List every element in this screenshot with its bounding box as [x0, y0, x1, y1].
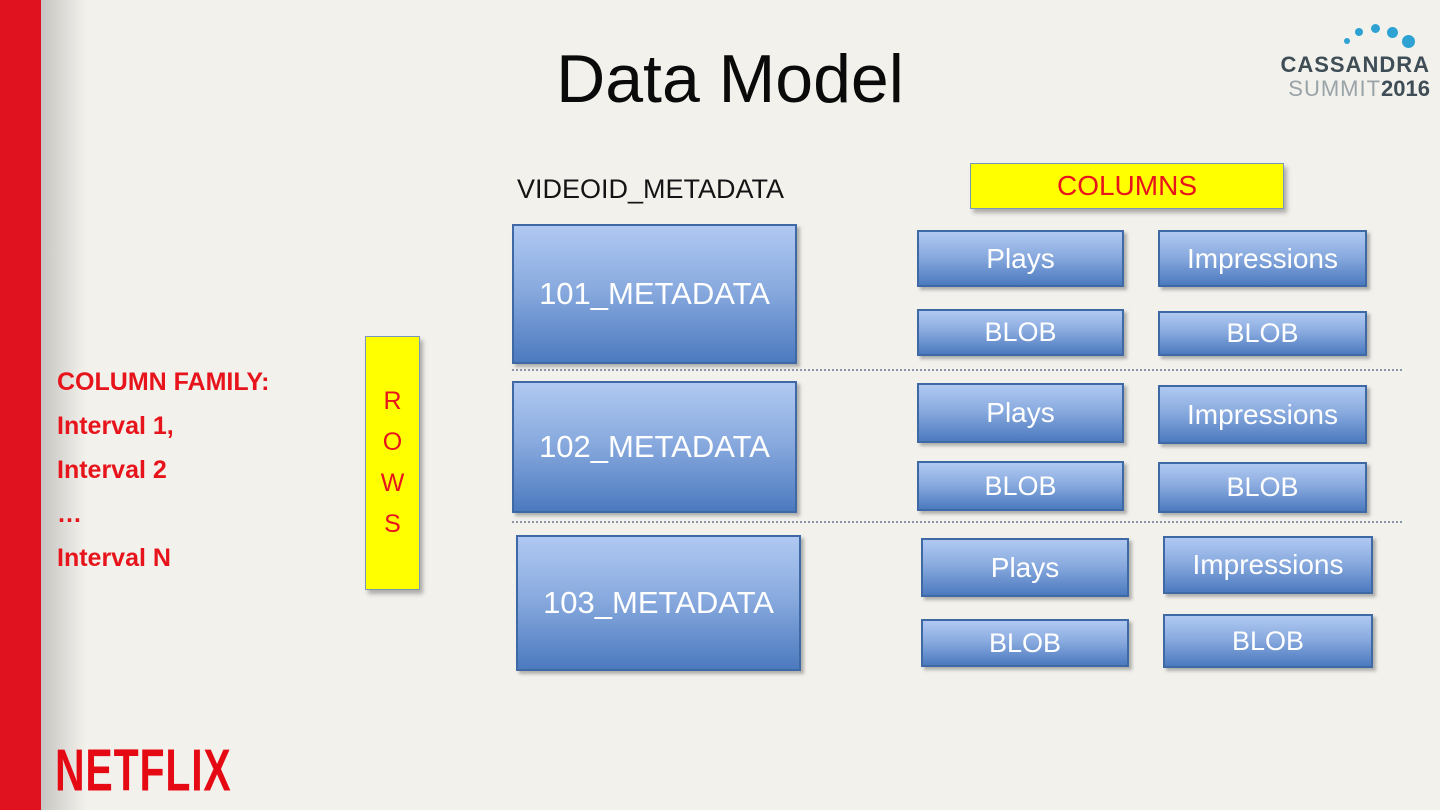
column-box-plays: Plays	[917, 383, 1124, 443]
columns-callout: COLUMNS	[970, 163, 1284, 209]
annotation-line: Interval 2	[57, 456, 167, 484]
logo-summit-word: SUMMIT	[1288, 76, 1382, 101]
column-box-impressions: Impressions	[1158, 230, 1367, 287]
rows-letter: W	[380, 469, 405, 497]
rows-letter: S	[384, 510, 401, 538]
column-box-plays: Plays	[917, 230, 1124, 287]
column-family-annotation: COLUMN FAMILY: Interval 1, Interval 2 … …	[57, 360, 357, 580]
value-box-blob: BLOB	[1163, 614, 1373, 668]
logo-dot-icon	[1402, 35, 1415, 48]
row-separator	[512, 521, 1402, 523]
rows-callout: R O W S	[365, 336, 420, 590]
value-box-blob: BLOB	[1158, 462, 1367, 513]
row-key-box: 101_METADATA	[512, 224, 797, 364]
logo-dot-icon	[1344, 38, 1350, 44]
netflix-logo: NETFLIX	[55, 737, 232, 804]
annotation-line: Interval N	[57, 544, 171, 572]
column-box-plays: Plays	[921, 538, 1129, 597]
logo-dot-icon	[1371, 24, 1380, 33]
cassandra-summit-logo: CASSANDRA SUMMIT2016	[1252, 10, 1432, 110]
left-red-sidebar	[0, 0, 41, 810]
annotation-line: Interval 1,	[57, 412, 174, 440]
rows-letter: O	[382, 428, 403, 456]
logo-summit-text: SUMMIT2016	[1250, 76, 1430, 102]
row-separator	[512, 369, 1402, 371]
value-box-blob: BLOB	[1158, 311, 1367, 356]
value-box-blob: BLOB	[921, 619, 1129, 667]
value-box-blob: BLOB	[917, 309, 1124, 356]
rows-letter: R	[383, 387, 402, 415]
logo-year: 2016	[1381, 76, 1430, 101]
logo-cassandra-text: CASSANDRA	[1280, 52, 1430, 77]
annotation-line: COLUMN FAMILY:	[57, 368, 270, 396]
page-title: Data Model	[556, 41, 904, 117]
row-key-box: 102_METADATA	[512, 381, 797, 513]
left-sidebar-shadow	[41, 0, 86, 810]
logo-dot-icon	[1387, 27, 1398, 38]
annotation-line: …	[57, 500, 82, 528]
column-box-impressions: Impressions	[1158, 385, 1367, 444]
value-box-blob: BLOB	[917, 461, 1124, 511]
row-key-box: 103_METADATA	[516, 535, 801, 671]
table-name-label: VIDEOID_METADATA	[517, 174, 785, 204]
column-box-impressions: Impressions	[1163, 536, 1373, 594]
logo-dot-icon	[1355, 28, 1363, 36]
